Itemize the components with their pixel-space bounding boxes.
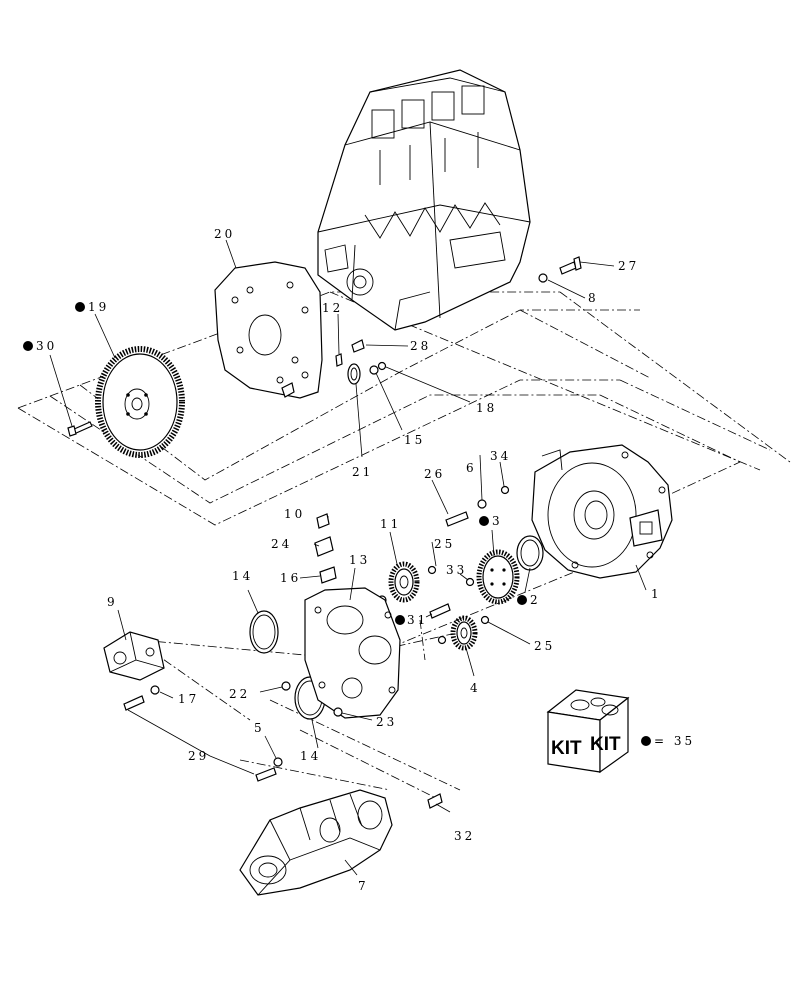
callout-20: 20 — [214, 227, 235, 241]
callout-3-dot — [479, 516, 489, 526]
callout-33: 33 — [446, 563, 467, 577]
kit-label-right: KIT — [590, 734, 621, 755]
callout-11: 11 — [380, 517, 401, 531]
callout-30-dot — [23, 341, 33, 351]
callout-5: 5 — [254, 721, 265, 735]
pump-gear-upper — [388, 561, 420, 603]
callout-23: 23 — [376, 715, 397, 729]
leader-lines — [49, 239, 647, 876]
callout-19-dot — [75, 302, 85, 312]
pump-mount-plate — [304, 587, 401, 719]
callout-9: 9 — [107, 595, 118, 609]
callout-17: 17 — [178, 692, 199, 706]
callout-15: 15 — [404, 433, 425, 447]
housing-bolts — [538, 256, 582, 283]
callout-25-upper: 25 — [434, 537, 455, 551]
flywheel-bolt — [67, 421, 93, 437]
callout-16: 16 — [280, 571, 301, 585]
callout-30: 30 — [36, 339, 57, 353]
kit-legend-text: = 35 — [654, 734, 695, 748]
callout-31-dot — [395, 615, 405, 625]
callout-7: 7 — [358, 879, 369, 893]
callout-22: 22 — [229, 687, 250, 701]
callout-24: 24 — [271, 537, 292, 551]
plug-fittings — [314, 513, 337, 584]
plate-small-parts — [123, 681, 443, 809]
kit-box: KIT KIT — [546, 689, 630, 774]
engine-block — [317, 69, 531, 331]
callout-34: 34 — [490, 449, 511, 463]
callout-32: 32 — [454, 829, 475, 843]
callout-19: 19 — [88, 300, 109, 314]
callout-4: 4 — [470, 681, 481, 695]
flywheel — [95, 346, 185, 458]
callout-10: 10 — [284, 507, 305, 521]
callout-18: 18 — [476, 401, 497, 415]
callout-28: 28 — [410, 339, 431, 353]
callout-labels: 1 2 3 4 5 6 7 8 9 10 11 12 13 14 14 15 1… — [23, 227, 662, 893]
callout-29: 29 — [188, 749, 209, 763]
callout-25-lower: 25 — [534, 639, 555, 653]
kit-legend-dot — [641, 736, 651, 746]
drive-gear — [476, 549, 520, 605]
adapter-plate — [214, 261, 323, 399]
callout-21: 21 — [352, 465, 373, 479]
callout-27: 27 — [618, 259, 639, 273]
bell-housing — [531, 444, 673, 579]
kit-label-left: KIT — [551, 738, 582, 759]
callout-12: 12 — [322, 301, 343, 315]
callout-1: 1 — [651, 587, 662, 601]
tandem-hydraulic-pump — [239, 789, 393, 896]
callout-26: 26 — [424, 467, 445, 481]
gear-pump-small — [103, 631, 165, 681]
callout-2-dot — [517, 595, 527, 605]
adapter-small-parts — [281, 339, 387, 398]
callout-3: 3 — [492, 514, 503, 528]
callout-6: 6 — [466, 461, 477, 475]
o-ring-upper — [249, 610, 279, 654]
callout-8: 8 — [588, 291, 599, 305]
pump-gear-lower — [450, 615, 478, 651]
callout-2: 2 — [530, 593, 541, 607]
gear-small-parts — [377, 485, 510, 645]
callout-14-lower: 14 — [300, 749, 321, 763]
callout-14-upper: 14 — [232, 569, 253, 583]
callout-31: 31 — [407, 613, 428, 627]
callout-13: 13 — [349, 553, 370, 567]
